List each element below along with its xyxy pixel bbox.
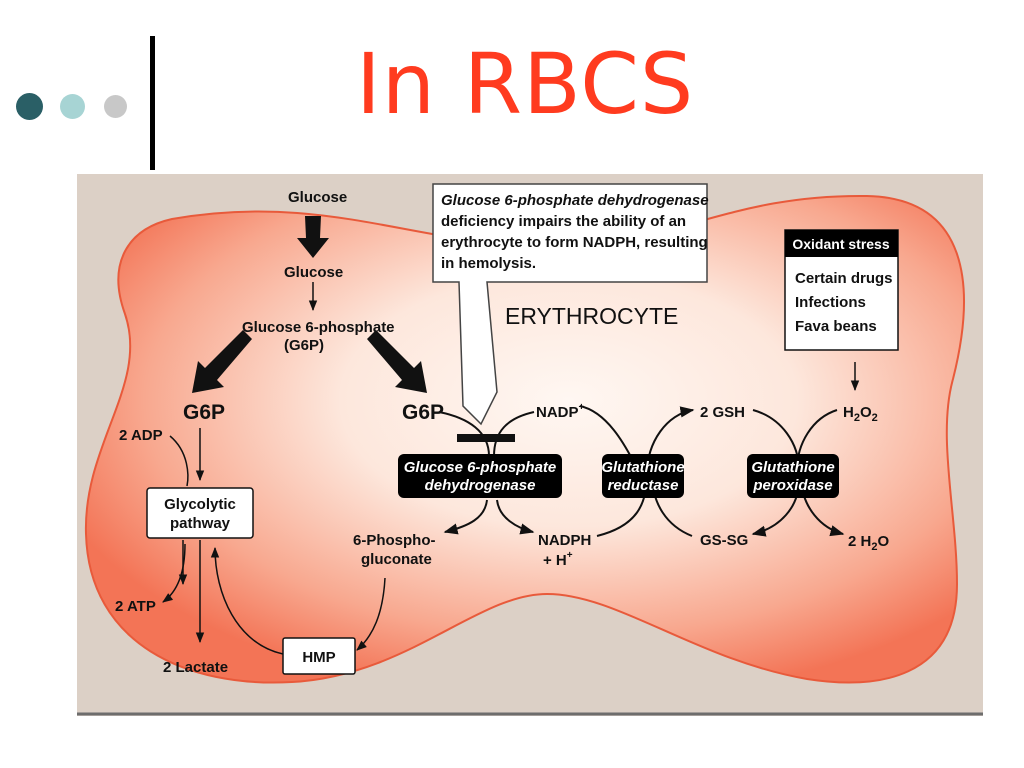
phosphogluconate-line1: 6-Phospho- xyxy=(353,532,436,549)
oxidant-item-infections: Infections xyxy=(795,294,866,311)
callout-line4: in hemolysis. xyxy=(441,255,536,272)
gsh-label: 2 GSH xyxy=(700,404,745,421)
g6p-left-label: G6P xyxy=(183,401,225,424)
glycolytic-label-line1: Glycolytic xyxy=(164,496,236,513)
oxidant-stress-header xyxy=(785,230,898,257)
callout-line2: deficiency impairs the ability of an xyxy=(441,213,686,230)
diagram-svg: ERYTHROCYTE Glucose Glucose Glucose 6-ph… xyxy=(77,174,983,716)
erythrocyte-label: ERYTHROCYTE xyxy=(505,303,678,329)
to-phosphogluconate-arrow xyxy=(443,499,488,535)
dot-teal xyxy=(60,94,85,119)
glycolytic-label-line2: pathway xyxy=(170,515,231,532)
reductase-label-line2: reductase xyxy=(608,477,679,494)
water-label: 2 H2O xyxy=(848,533,889,553)
adp-curve xyxy=(169,435,189,487)
oxidant-stress-title: Oxidant stress xyxy=(792,236,889,252)
g6pd-label-line2: dehydrogenase xyxy=(425,477,536,494)
gssg-label: GS-SG xyxy=(700,532,748,549)
to-glycolysis-arrow xyxy=(192,330,252,393)
reductase-label-line1: Glutathione xyxy=(601,459,684,476)
dot-dark xyxy=(16,93,43,120)
hmp-return-arrow xyxy=(210,546,284,655)
oxidant-item-fava: Fava beans xyxy=(795,318,877,335)
g6p-label-line2: (G6P) xyxy=(284,337,324,354)
atp-curve xyxy=(162,543,186,603)
to-hmp-arrow xyxy=(356,577,386,651)
callout-line1: Glucose 6-phosphate dehydrogenase xyxy=(441,192,709,209)
g6p-label-line1: Glucose 6-phosphate xyxy=(242,319,395,336)
h2o2-label: H2O2 xyxy=(843,404,878,424)
glutathione-peroxidase-box xyxy=(747,454,839,498)
callout-line3: erythrocyte to form NADPH, resulting xyxy=(441,234,708,251)
nadp-label: NADP+ xyxy=(536,402,585,421)
to-pentose-arrow xyxy=(367,330,427,393)
phosphogluconate-line2: gluconate xyxy=(361,551,432,568)
g6pd-label-line1: Glucose 6-phosphate xyxy=(404,459,557,476)
atp-label: 2 ATP xyxy=(115,598,156,615)
oxidant-item-drugs: Certain drugs xyxy=(795,270,893,287)
g6pd-deficiency-callout xyxy=(432,183,708,426)
h-plus-label: + H+ xyxy=(543,550,573,569)
title-divider xyxy=(150,36,155,170)
to-nadph-arrow xyxy=(496,499,535,535)
glucose-uptake-arrow xyxy=(297,216,329,258)
adp-label: 2 ADP xyxy=(119,427,163,444)
g6p-right-label: G6P xyxy=(402,401,444,424)
g6p-into-g6pd-curve xyxy=(438,411,490,457)
peroxidase-label-line2: peroxidase xyxy=(752,477,832,494)
nadph-label: NADPH xyxy=(538,532,591,549)
hmp-box xyxy=(282,637,356,675)
glutathione-reductase-box xyxy=(602,454,684,498)
rbc-metabolism-diagram: ERYTHROCYTE Glucose Glucose Glucose 6-ph… xyxy=(77,174,983,716)
inhibition-bar xyxy=(457,434,515,442)
nadp-into-g6pd-curve xyxy=(493,411,535,457)
glucose-outside-label: Glucose xyxy=(288,189,347,206)
peroxidase-label-line1: Glutathione xyxy=(751,459,834,476)
slide-title: In RBCS xyxy=(356,35,695,133)
hmp-label: HMP xyxy=(302,649,335,666)
lactate-label: 2 Lactate xyxy=(163,659,228,676)
glycolytic-pathway-box xyxy=(146,487,254,539)
g6pd-enzyme-box xyxy=(398,454,562,498)
glucose-inside-label: Glucose xyxy=(284,264,343,281)
dot-gray xyxy=(104,95,127,118)
